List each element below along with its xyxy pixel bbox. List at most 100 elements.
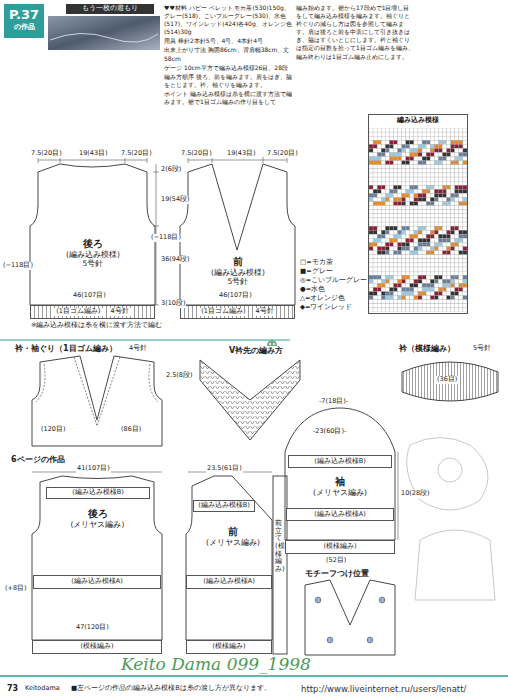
chart-cell [463,226,467,230]
chart-cell [430,230,434,234]
chart-cell [377,287,381,291]
chart-cell [369,198,373,202]
materials-text: ♥♥材料 パピー ペレット モカ茶(530)150g、グレー(518)、こいブル… [164,4,292,107]
chart-cell [377,304,381,308]
chart-cell [369,128,373,132]
chart-cell [451,267,455,271]
chart-cell [406,251,410,255]
chart-cell [373,238,377,242]
chart-cell [389,202,393,206]
chart-cell [422,144,426,148]
chart-cell [373,144,377,148]
chart-cell [377,169,381,173]
chart-cell [443,193,447,197]
chart-cell [426,144,430,148]
collar-outline [402,362,498,401]
separator [0,340,290,341]
chart-cell [459,247,463,251]
back2-outline [32,476,162,640]
chart-cell [455,251,459,255]
chart-cell [377,193,381,197]
chart-cell [451,308,455,312]
chart-cell [447,271,451,275]
chart-cell [443,242,447,246]
chart-cell [398,247,402,251]
chart-cell [438,169,442,173]
chart-cell [389,271,393,275]
chart-cell [406,136,410,140]
chart-cell [459,263,463,267]
chart-cell [447,263,451,267]
chart-cell [455,185,459,189]
chart-cell [381,165,385,169]
chart-cell [402,153,406,157]
chart-cell [434,234,438,238]
chart-cell [434,144,438,148]
chart-cell [402,202,406,206]
chart-cell [455,230,459,234]
chart-cell [406,132,410,136]
chart-cell [422,214,426,218]
chart-cell [377,210,381,214]
instructions-text: 編み始めます。裾から17段めで1目増し目をして編み込み模様を編みます。袖ぐりと衿… [296,4,414,62]
chart-cell [447,136,451,140]
front-outline [180,164,295,305]
chart-cell [430,226,434,230]
chart-cell [398,144,402,148]
chart-cell [389,247,393,251]
node-text: ポイント 編み込み模様は糸を横に渡す方法で編みます。裾で1目ゴム編みの作り目をし… [164,90,292,106]
chart-cell [410,259,414,263]
chart-cell [459,214,463,218]
chart-cell [422,267,426,271]
chart-cell [430,189,434,193]
chart-cell [381,234,385,238]
chart-cell [394,210,398,214]
chart-cell [385,275,389,279]
armband [36,364,158,402]
chart-cell [451,181,455,185]
chart-cell [414,214,418,218]
chart-cell [430,185,434,189]
chart-cell [402,177,406,181]
chart-cell [385,206,389,210]
chart-cell [398,169,402,173]
chart-cell [373,181,377,185]
dimension-label: 19(43目) [78,150,109,158]
chart-cell [406,173,410,177]
node-text: (模様編み) [210,643,247,651]
chart-cell [422,230,426,234]
node-text: 編み込み模様 [369,115,467,125]
chart-cell [438,259,442,263]
chart-cell [414,304,418,308]
chart-cell [398,128,402,132]
chart-cell [451,161,455,165]
chart-cell [369,185,373,189]
chart-cell [434,271,438,275]
chart-cell [394,153,398,157]
chart-cell [373,234,377,238]
chart-cell [463,263,467,267]
chart-cell [398,210,402,214]
chart-cell [369,140,373,144]
chart-cell [373,304,377,308]
chart-cell [426,165,430,169]
chart-cell [369,206,373,210]
chart-cell [414,202,418,206]
chart-cell [438,140,442,144]
chart-cell [381,128,385,132]
chart-cell [434,247,438,251]
chart-cell [385,279,389,283]
chart-cell [381,308,385,312]
dimension-label: 2.5(8段) [165,372,194,380]
chart-cell [398,238,402,242]
chart-cell [398,287,402,291]
chart-cell [402,308,406,312]
chart-cell [406,165,410,169]
chart-cell [394,271,398,275]
chart-cell [447,304,451,308]
chart-cell [455,242,459,246]
chart-cell [381,230,385,234]
icon [269,343,271,345]
chart-cell [434,128,438,132]
chart-cell [459,255,463,259]
